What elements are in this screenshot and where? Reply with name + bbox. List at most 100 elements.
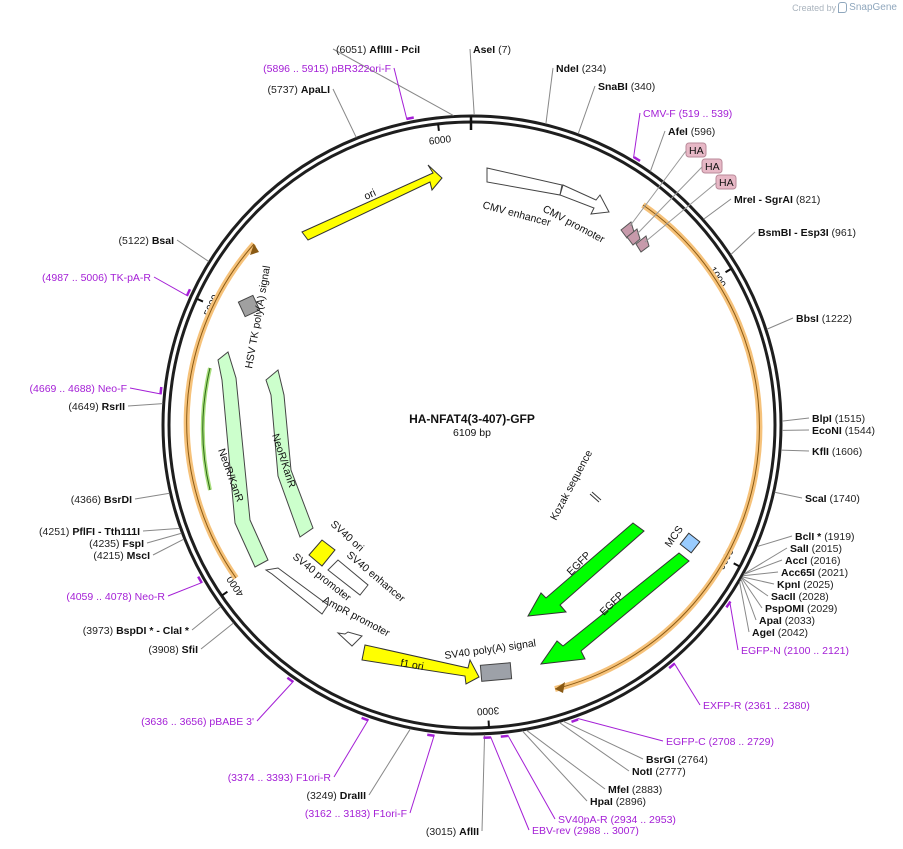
- leader-line: [134, 492, 170, 500]
- feature-f1-ori-label: f1 ori: [399, 657, 424, 673]
- enzyme-label: AccI (2016): [785, 555, 840, 567]
- enzyme-label: (3973) BspDI * - ClaI *: [83, 625, 190, 637]
- primer-site: [286, 676, 294, 683]
- orf-arc-right-line: [554, 204, 760, 690]
- primer-label: (3374 .. 3393) F1ori-R: [228, 772, 332, 784]
- enzyme-label: SalI (2015): [790, 543, 842, 555]
- primer-label: EXFP-R (2361 .. 2380): [703, 700, 810, 712]
- leader-line: [741, 577, 763, 609]
- leader-line: [730, 231, 756, 255]
- primer-site: [725, 600, 732, 609]
- leader-line: [766, 317, 794, 330]
- enzyme-label: NdeI (234): [556, 63, 606, 75]
- svg-text:HA: HA: [689, 145, 704, 157]
- primer-label: (3162 .. 3183) F1ori-F: [305, 808, 407, 820]
- feature-ha-3: [635, 235, 650, 253]
- enzyme-label: KpnI (2025): [777, 579, 834, 591]
- leader-line: [743, 547, 788, 575]
- primer-label: (4669 .. 4688) Neo-F: [30, 383, 127, 395]
- plasmid-size: 6109 bp: [453, 427, 491, 439]
- enzyme-label: AfeI (596): [668, 126, 715, 138]
- feature-hsv-tk-polya: [237, 294, 261, 318]
- leader-line: [191, 606, 222, 631]
- feature-egfp-inner: [527, 522, 645, 617]
- tick-6000: [437, 123, 440, 131]
- leader-line: [469, 48, 475, 116]
- enzyme-label: (4235) FspI: [89, 538, 144, 550]
- feature-hsv-tk-polya-label: HSV TK poly(A) signal: [243, 265, 273, 370]
- primer-site: [571, 718, 579, 723]
- leader-line: [781, 417, 810, 422]
- feature-sv40-ori: [308, 539, 336, 567]
- tick-2000: [733, 562, 741, 568]
- feature-cmv-promoter: [559, 184, 610, 215]
- enzyme-label: MreI - SgrAI (821): [734, 194, 820, 206]
- primer-label: (4987 .. 5006) TK-pA-R: [42, 272, 151, 284]
- feature-ha-2: [626, 228, 641, 246]
- enzyme-label: KflI (1606): [812, 446, 862, 458]
- feature-neor-kanr-outer: [217, 351, 269, 568]
- enzyme-label: AseI (7): [473, 44, 511, 56]
- leader-line: [774, 491, 803, 499]
- feature-f1-ori: [361, 644, 480, 685]
- enzyme-label: ScaI (1740): [805, 493, 860, 505]
- plasmid-name: HA-NFAT4(3-407)-GFP: [409, 412, 535, 426]
- enzyme-label: (3908) SfiI: [148, 644, 198, 656]
- primer-label: EGFP-N (2100 .. 2121): [741, 645, 849, 657]
- leader-line: [742, 576, 775, 585]
- leader-lines: [127, 48, 810, 832]
- enzyme-label: (3015) AflII: [426, 826, 479, 838]
- enzyme-label: (4649) RsrII: [68, 401, 125, 413]
- enzyme-label: SnaBI (340): [598, 81, 655, 93]
- primer-label: EGFP-C (2708 .. 2729): [666, 736, 774, 748]
- feature-ampr-promoter: [336, 631, 363, 647]
- leader-line: [127, 403, 163, 407]
- orf-arc-right: [554, 202, 763, 692]
- leader-line: [332, 88, 357, 138]
- enzyme-label: BlpI (1515): [812, 413, 865, 425]
- primer-label: (5896 .. 5915) pBR322ori-F: [263, 63, 391, 75]
- leader-line: [526, 729, 606, 790]
- enzyme-label: BsmBI - Esp3I (961): [758, 227, 856, 239]
- enzyme-label: SacII (2028): [771, 591, 829, 603]
- primer-label: (4059 .. 4078) Neo-R: [66, 591, 165, 603]
- orf-arc-right-head: [555, 682, 565, 693]
- leader-line: [368, 728, 411, 796]
- leader-line: [142, 527, 180, 532]
- leader-line: [741, 577, 769, 597]
- leader-line: [740, 578, 757, 621]
- enzyme-label: MfeI (2883): [608, 784, 662, 796]
- enzyme-label: (4366) BsrDI: [71, 494, 132, 506]
- leader-line: [333, 719, 370, 778]
- leader-line: [673, 662, 701, 706]
- primer-site: [159, 386, 163, 395]
- enzyme-label: (4251) PflFI - Tth111I: [39, 526, 140, 538]
- leader-line: [743, 559, 783, 575]
- leader-line: [393, 67, 408, 120]
- leader-line: [167, 581, 203, 597]
- leader-line: [739, 581, 750, 633]
- leader-line: [757, 535, 793, 548]
- leader-line: [507, 734, 556, 820]
- leader-line: [129, 387, 162, 395]
- ha-tag-label-3: HA: [715, 174, 737, 190]
- leader-line: [153, 276, 189, 297]
- leader-line: [176, 239, 209, 262]
- enzyme-label: ApaI (2033): [759, 615, 815, 627]
- credit-brand: SnapGene: [849, 2, 897, 13]
- primer-site: [633, 156, 641, 162]
- enzyme-label: BclI * (1919): [795, 531, 855, 543]
- leader-line: [146, 532, 182, 544]
- leader-line: [558, 722, 630, 772]
- feature-sv40-polya: [479, 662, 513, 682]
- primer-label: EBV-rev (2988 .. 3007): [532, 825, 639, 837]
- feature-neor-kanr-inner: [265, 369, 314, 538]
- svg-text:HA: HA: [705, 161, 720, 173]
- snapgene-credit: Created by SnapGene: [792, 2, 897, 13]
- leader-line: [481, 734, 486, 832]
- enzyme-label: Acc65I (2021): [781, 567, 848, 579]
- feature-egfp-outer: [539, 552, 690, 665]
- orf-arc-left-line: [186, 243, 255, 579]
- leader-line: [742, 571, 779, 577]
